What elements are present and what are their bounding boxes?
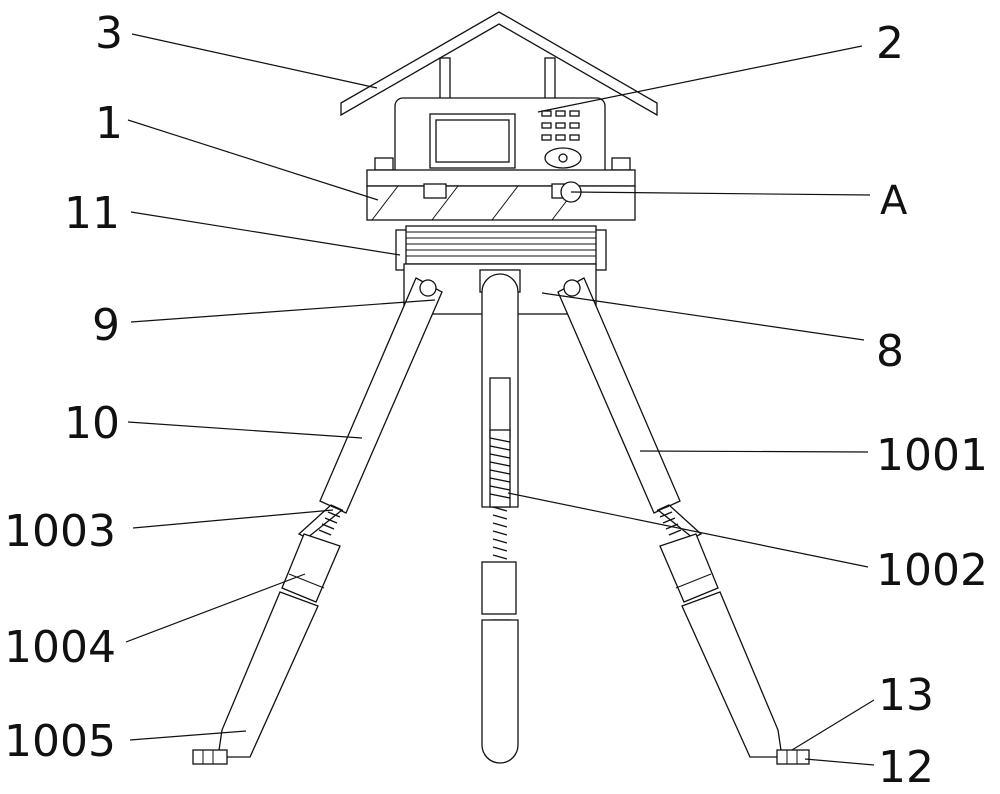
keypad xyxy=(541,110,582,169)
label-1: 1 xyxy=(95,98,123,149)
label-13: 13 xyxy=(878,670,934,721)
rotating-column xyxy=(395,225,607,271)
right-leg xyxy=(557,277,810,765)
leader-lines xyxy=(125,33,875,766)
label-11: 11 xyxy=(64,188,120,239)
label-10: 10 xyxy=(64,398,120,449)
label-1004: 1004 xyxy=(4,622,116,673)
label-3: 3 xyxy=(95,8,123,59)
left-leg xyxy=(192,277,443,765)
control-box xyxy=(374,97,631,179)
label-1002: 1002 xyxy=(876,545,988,596)
label-8: 8 xyxy=(876,326,904,377)
label-a: A xyxy=(880,178,908,224)
label-9: 9 xyxy=(92,300,120,351)
label-1001: 1001 xyxy=(876,430,988,481)
label-12: 12 xyxy=(878,742,934,793)
label-1005: 1005 xyxy=(4,716,116,767)
center-leg xyxy=(481,273,519,764)
part-labels: 3 2 1 A 11 9 8 10 1001 1003 1002 1004 10… xyxy=(4,8,988,793)
label-1003: 1003 xyxy=(4,506,116,557)
mounting-plate xyxy=(366,169,636,221)
label-2: 2 xyxy=(876,18,904,69)
